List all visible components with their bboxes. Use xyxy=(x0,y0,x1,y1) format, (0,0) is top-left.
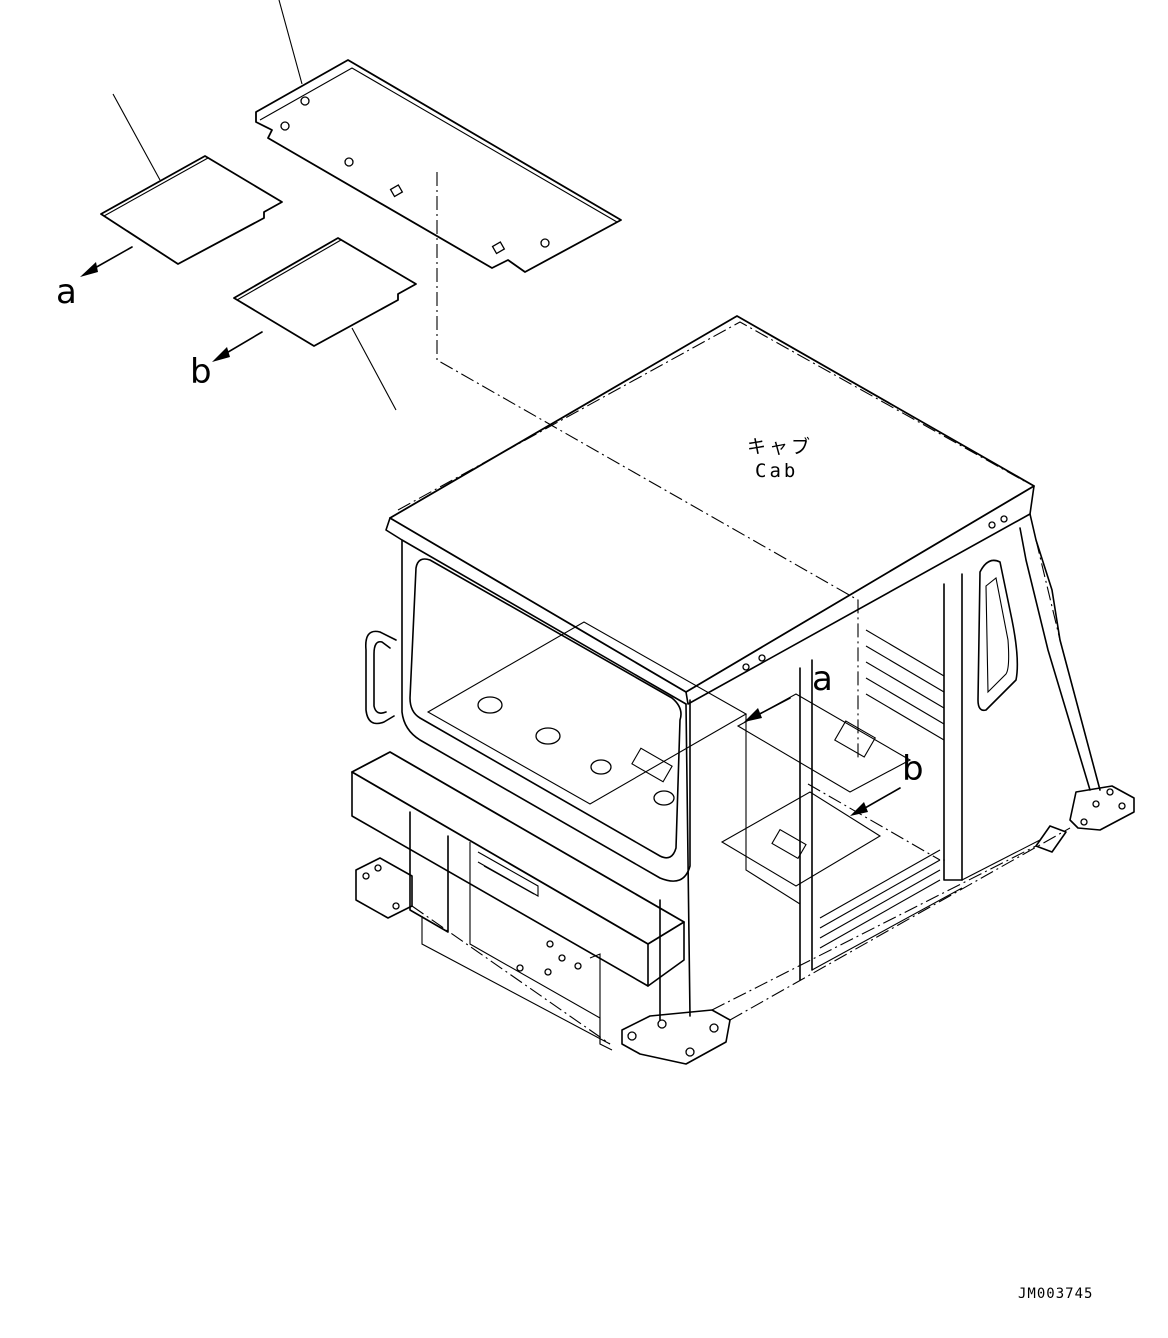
leader-line-plate-a xyxy=(112,93,161,181)
floor-plate-a: a xyxy=(56,93,283,312)
cab-roof: キャブ Cab xyxy=(385,315,1035,705)
label-a-cab: a xyxy=(812,659,833,699)
cab-interior-floor: a b xyxy=(426,621,945,949)
large-floor-panel xyxy=(255,0,622,273)
label-a-top: a xyxy=(56,272,77,312)
label-b-cab: b xyxy=(902,749,924,789)
cab-front-pillars xyxy=(364,513,1101,981)
cab-front-console xyxy=(351,751,685,1051)
rear-louver-slats xyxy=(819,629,945,949)
drawing-code: JM003745 xyxy=(1018,1286,1093,1302)
leader-line-large-panel xyxy=(278,0,303,85)
assembly-guide-lines xyxy=(436,172,859,760)
leader-line-plate-b xyxy=(351,327,397,411)
cab-base-frame xyxy=(355,703,1135,1065)
label-b-top: b xyxy=(190,352,212,392)
cab-label-english: Cab xyxy=(755,460,798,482)
cab-label-japanese: キャブ xyxy=(747,435,813,458)
floor-plate-b: b xyxy=(190,237,417,411)
